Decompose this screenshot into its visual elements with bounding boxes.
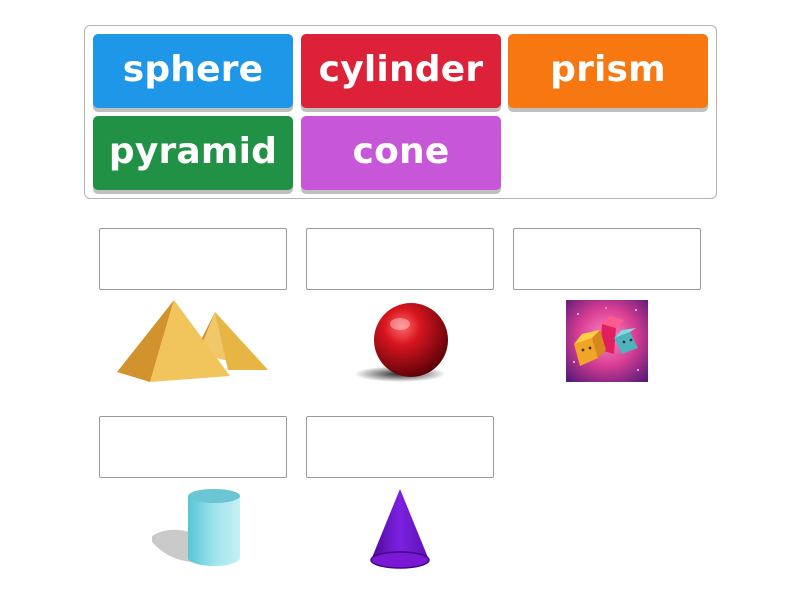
word-bank: sphere cylinder prism pyramid cone bbox=[84, 25, 717, 199]
cylinder-image bbox=[152, 489, 240, 566]
sphere-image bbox=[354, 303, 448, 382]
prism-image bbox=[566, 300, 648, 382]
tile-label: pyramid bbox=[108, 130, 278, 172]
tile-label: prism bbox=[550, 48, 666, 90]
tile-prism[interactable]: prism bbox=[508, 34, 708, 108]
cone-image bbox=[370, 489, 430, 569]
drop-zone-3[interactable] bbox=[513, 228, 701, 290]
tile-pyramid[interactable]: pyramid bbox=[93, 116, 293, 190]
drop-zone-2[interactable] bbox=[306, 228, 494, 290]
pyramid-image bbox=[117, 300, 268, 382]
drop-zone-5[interactable] bbox=[306, 416, 494, 478]
tile-cone[interactable]: cone bbox=[301, 116, 501, 190]
tile-cylinder[interactable]: cylinder bbox=[301, 34, 501, 108]
tile-label: cone bbox=[352, 130, 450, 172]
drop-zone-1[interactable] bbox=[99, 228, 287, 290]
tile-label: sphere bbox=[122, 48, 264, 90]
tile-sphere[interactable]: sphere bbox=[93, 34, 293, 108]
drop-zone-4[interactable] bbox=[99, 416, 287, 478]
tile-label: cylinder bbox=[318, 48, 484, 90]
